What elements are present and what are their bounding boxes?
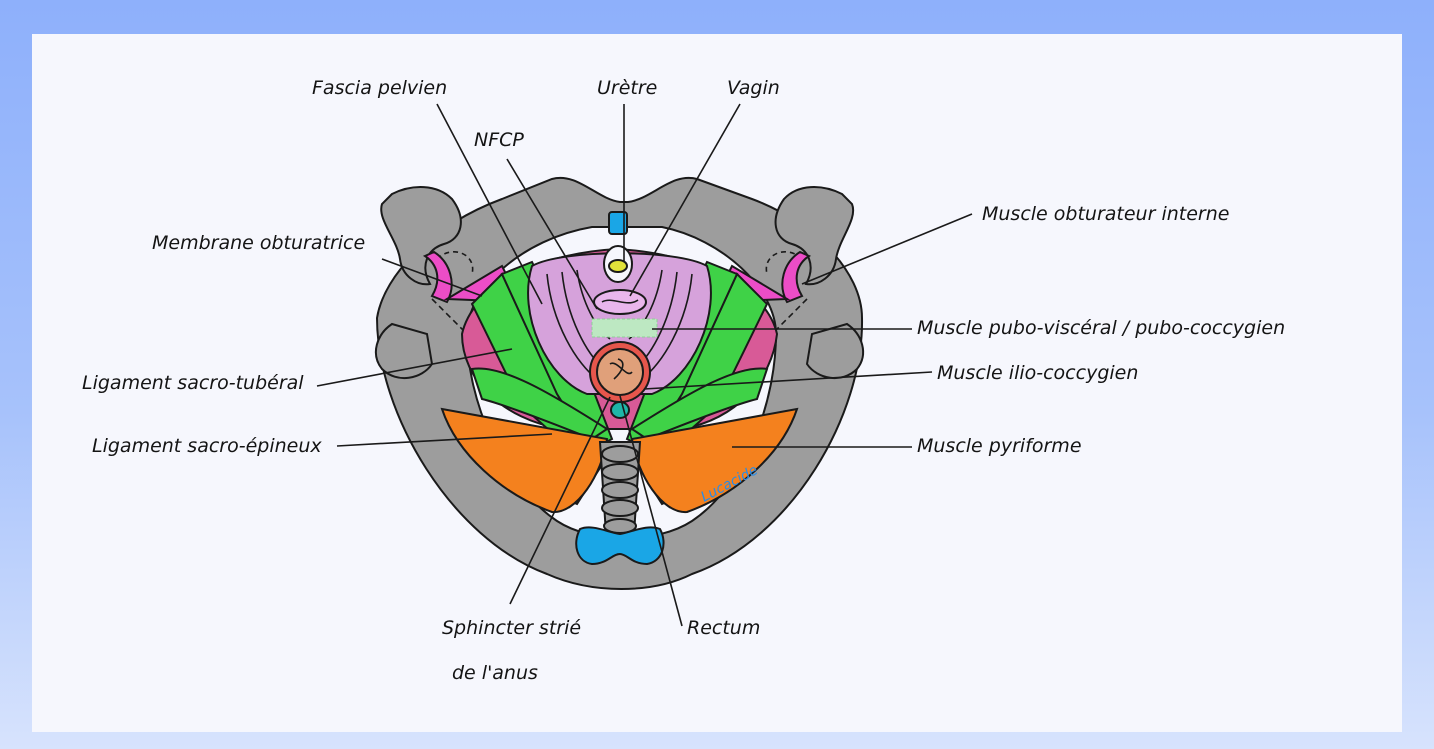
label-vagin: Vagin bbox=[727, 77, 780, 99]
label-membrane-obturatrice: Membrane obturatrice bbox=[152, 232, 365, 254]
label-muscle-ilio-coccygien: Muscle ilio-coccygien bbox=[937, 362, 1138, 384]
label-uretre: Urètre bbox=[597, 77, 657, 99]
label-muscle-pyriforme: Muscle pyriforme bbox=[917, 435, 1082, 457]
label-sphincter-line1: Sphincter strié bbox=[442, 617, 581, 639]
label-ligament-sacro-tuberal: Ligament sacro-tubéral bbox=[82, 372, 304, 394]
urethra bbox=[604, 212, 632, 282]
pelvic-floor-diagram: Lucacide Fascia pelvien Urètre Vagin NFC… bbox=[32, 34, 1402, 732]
label-ligament-sacro-epineux: Ligament sacro-épineux bbox=[92, 435, 322, 457]
label-muscle-obturateur-interne: Muscle obturateur interne bbox=[982, 203, 1229, 225]
nfcp bbox=[592, 319, 657, 337]
right-ischial-flare bbox=[807, 324, 863, 378]
label-sphincter-line2: de l'anus bbox=[452, 662, 538, 684]
label-rectum: Rectum bbox=[687, 617, 760, 639]
label-muscle-pubo-visceral: Muscle pubo-viscéral / pubo-coccygien bbox=[917, 317, 1285, 339]
label-fascia-pelvien: Fascia pelvien bbox=[312, 77, 447, 99]
label-nfcp: NFCP bbox=[474, 129, 524, 151]
diagram-card: Lucacide Fascia pelvien Urètre Vagin NFC… bbox=[32, 34, 1402, 732]
